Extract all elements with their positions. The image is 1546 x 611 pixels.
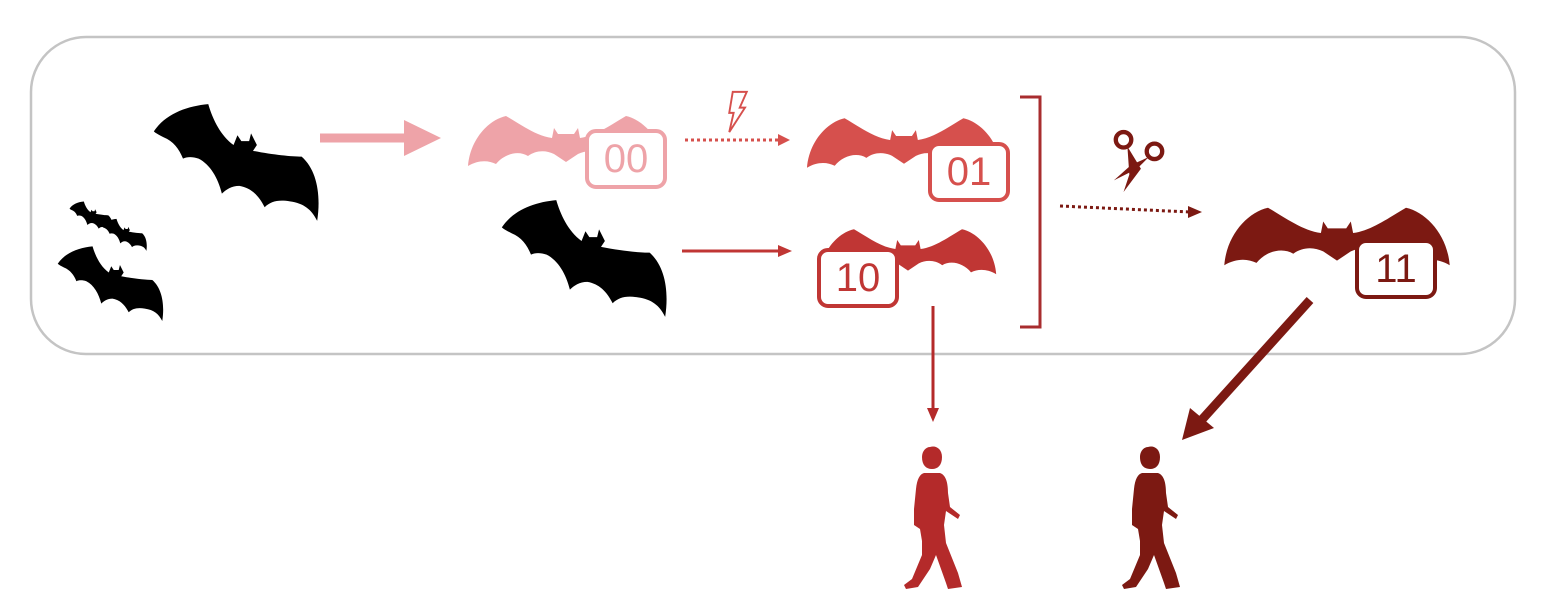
badge-00: 00 [585, 129, 667, 189]
badge-01: 01 [928, 142, 1010, 202]
bat-icon [501, 200, 667, 317]
badge-10: 10 [817, 248, 899, 308]
arrow-colony-to-00 [320, 120, 441, 156]
badge-01-label: 01 [947, 150, 992, 194]
arrow-10-to-person [927, 306, 939, 422]
arrow-bat-to-10 [682, 245, 792, 257]
lightning-icon [728, 90, 748, 134]
badge-11: 11 [1355, 239, 1437, 299]
arrow-11-to-person [1182, 296, 1314, 440]
human-from-10 [904, 446, 962, 589]
badge-00-label: 00 [604, 137, 649, 181]
walking-person-icon [1122, 446, 1180, 589]
human-from-11 [1122, 446, 1180, 589]
bat-icon [57, 246, 164, 322]
bat-icon [153, 104, 319, 221]
scissors-icon [1114, 132, 1162, 192]
bat-icon [101, 218, 147, 251]
badge-10-label: 10 [836, 256, 881, 300]
walking-person-icon [904, 446, 962, 589]
recombination-bracket [1020, 95, 1042, 329]
badge-11-label: 11 [1375, 247, 1417, 291]
arrow-00-to-01 [685, 134, 790, 146]
arrow-recombine-to-11 [1059, 204, 1202, 218]
population-frame [29, 35, 1517, 356]
